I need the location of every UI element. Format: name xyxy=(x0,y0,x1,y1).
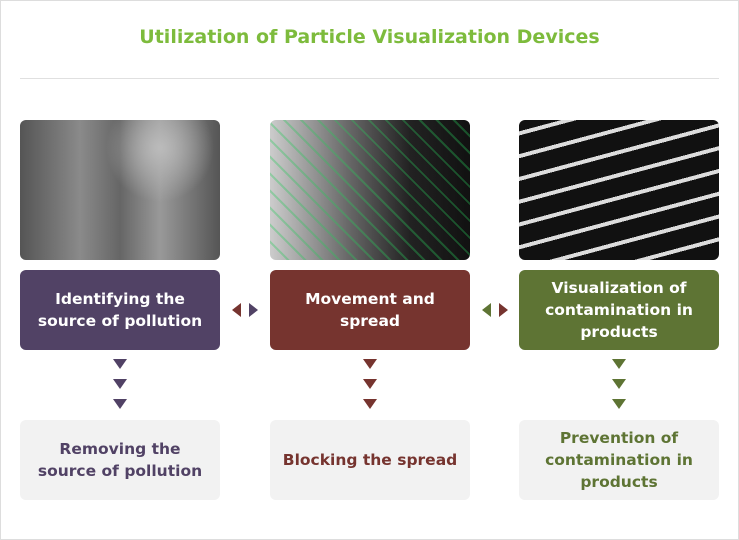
particle-flow-vector-image xyxy=(270,120,470,260)
arrow-down-icon xyxy=(363,379,377,389)
arrow-left-icon xyxy=(232,303,241,317)
contaminated-grid-image xyxy=(519,120,719,260)
result-box-remove-source: Removing the source of pollution xyxy=(20,420,220,500)
arrow-down-icon xyxy=(363,359,377,369)
arrow-right-icon xyxy=(249,303,258,317)
arrow-left-icon xyxy=(482,303,491,317)
result-box-prevent-contamination: Prevention of contamination in products xyxy=(519,420,719,500)
step-box-identify-source: Identifying the source of pollution xyxy=(20,270,220,350)
arrow-down-icon xyxy=(612,399,626,409)
arrow-down-icon xyxy=(612,359,626,369)
divider xyxy=(20,78,719,79)
wall-with-particles-image xyxy=(20,120,220,260)
result-box-block-spread: Blocking the spread xyxy=(270,420,470,500)
arrow-down-icon xyxy=(612,379,626,389)
arrow-down-icon xyxy=(113,359,127,369)
arrow-down-icon xyxy=(113,399,127,409)
arrow-down-icon xyxy=(363,399,377,409)
arrow-right-icon xyxy=(499,303,508,317)
arrow-down-icon xyxy=(113,379,127,389)
step-box-movement-spread: Movement and spread xyxy=(270,270,470,350)
step-box-product-contamination: Visualization of contamination in produc… xyxy=(519,270,719,350)
diagram-title: Utilization of Particle Visualization De… xyxy=(139,26,600,48)
